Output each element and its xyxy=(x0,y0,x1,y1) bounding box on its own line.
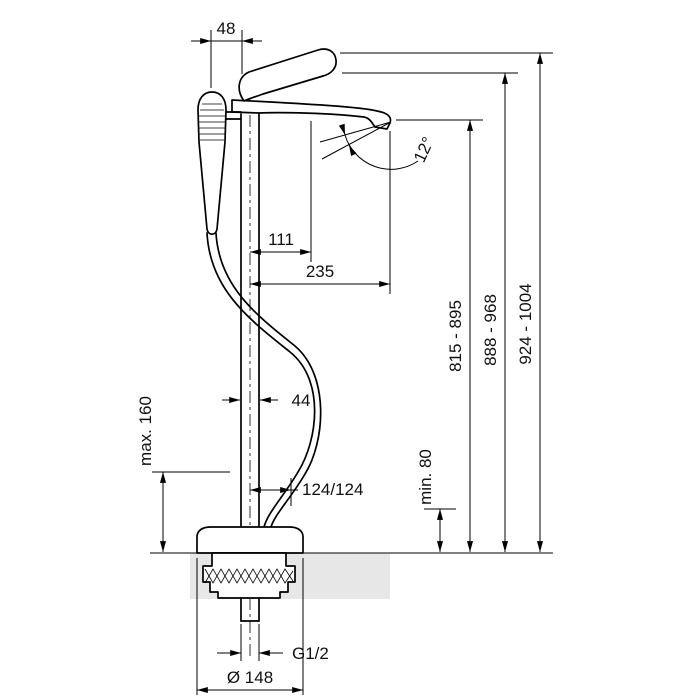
connection-stub xyxy=(240,597,260,622)
spout xyxy=(231,99,392,130)
lever-handle xyxy=(238,48,337,102)
floor-mounting-body xyxy=(202,552,296,622)
dim-connection-offsets: 124/124 xyxy=(250,478,363,506)
dim-base-diameter: Ø 148 xyxy=(196,558,304,695)
dim-spout-angle: 12° xyxy=(319,121,438,170)
dim-outlet-offset-label: 111 xyxy=(268,230,294,249)
riser-pipe xyxy=(240,113,260,530)
dim-height-outlet-label: 815 - 895 xyxy=(446,300,465,372)
dim-top-offset: 48 xyxy=(191,19,262,88)
dim-height-total-label: 924 - 1004 xyxy=(516,283,535,364)
faucet-figure xyxy=(150,48,553,658)
hose xyxy=(206,232,322,528)
dim-pipe-width-label: 44 xyxy=(292,391,311,410)
dim-hose-clearance-label: max. 160 xyxy=(136,396,155,466)
hand-shower-texture xyxy=(199,103,225,141)
dim-thread: G1/2 xyxy=(217,624,329,663)
dim-spout-reach-label: 235 xyxy=(306,262,334,281)
dim-base-diameter-label: Ø 148 xyxy=(227,668,273,687)
dim-top-offset-label: 48 xyxy=(217,19,236,38)
dim-heights: 815 - 895 888 - 968 924 - 1004 xyxy=(340,52,553,552)
shower-holder xyxy=(225,111,242,120)
dim-height-mid-label: 888 - 968 xyxy=(481,294,500,366)
dim-spout-angle-label: 12° xyxy=(410,134,438,165)
dim-floor-clearance: min. 80 xyxy=(416,449,456,552)
hand-shower xyxy=(197,91,242,236)
dim-hose-clearance: max. 160 xyxy=(136,396,230,552)
dim-outlet-offset: 111 xyxy=(250,121,312,262)
dim-pipe-width: 44 xyxy=(222,391,310,410)
base-plate xyxy=(196,526,304,554)
dim-connection-offsets-label: 124/124 xyxy=(302,480,363,499)
dim-spout-reach: 235 xyxy=(250,131,391,294)
dim-thread-label: G1/2 xyxy=(292,644,329,663)
dim-floor-clearance-label: min. 80 xyxy=(416,449,435,505)
